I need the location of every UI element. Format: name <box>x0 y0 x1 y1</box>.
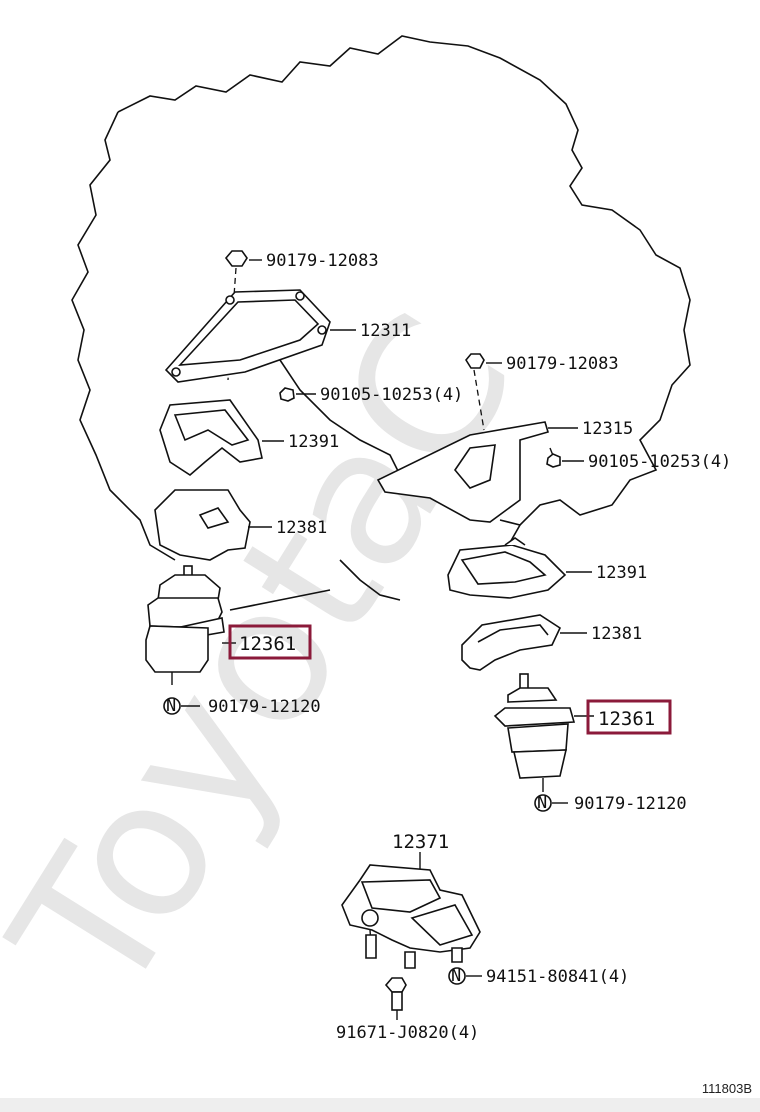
stopper-left-shape <box>159 399 263 476</box>
callout-bracket-left: 12311 <box>360 321 411 341</box>
callout-nut-bottom-left: 90179-12120 <box>208 697 321 717</box>
n-mark-icon: N <box>448 966 466 986</box>
svg-text:N: N <box>537 793 547 813</box>
callout-nut-top-left: 90179-12083 <box>266 251 379 271</box>
bracket-left-shape <box>164 289 331 383</box>
callout-nut-top-right: 90179-12083 <box>506 354 619 374</box>
callout-mount-left[interactable]: 12361 <box>239 633 296 655</box>
callout-bolt-left: 90105-10253(4) <box>320 385 463 405</box>
svg-text:N: N <box>166 696 176 716</box>
n-mark-icon: N <box>534 793 552 813</box>
callout-stopper-left: 12391 <box>288 432 339 452</box>
mount-right-shape <box>493 673 576 792</box>
insulator-right-shape <box>461 614 562 671</box>
mount-left-shape <box>145 565 225 685</box>
callout-rear-nut: 94151-80841(4) <box>486 967 629 987</box>
callout-mount-right[interactable]: 12361 <box>598 708 655 730</box>
bolt-icon <box>384 977 407 1011</box>
callout-insulator-right: 12381 <box>591 624 642 644</box>
bolt-icon <box>279 387 295 402</box>
callout-bolt-right: 90105-10253(4) <box>588 452 731 472</box>
highlight-box-right <box>586 699 672 735</box>
callout-stopper-right: 12391 <box>596 563 647 583</box>
svg-text:N: N <box>451 966 461 986</box>
callout-bracket-right: 12315 <box>582 419 633 439</box>
bracket-right-shape <box>376 421 549 523</box>
engine-outline <box>71 35 691 611</box>
callout-rear-mount: 12371 <box>392 831 449 853</box>
diagram-code: 111803B <box>701 1081 752 1096</box>
footer-bar <box>0 1098 760 1112</box>
nut-icon <box>465 353 485 369</box>
bolt-icon <box>546 447 561 468</box>
insulator-left-shape <box>154 489 251 561</box>
callout-insulator-left: 12381 <box>276 518 327 538</box>
nut-icon <box>224 250 248 267</box>
callout-rear-bolt: 91671-J0820(4) <box>336 1023 479 1043</box>
callout-nut-bottom-right: 90179-12120 <box>574 794 687 814</box>
stopper-right-shape <box>447 537 567 599</box>
n-mark-icon: N <box>163 696 181 716</box>
rear-mount-shape <box>341 864 481 969</box>
highlight-box-left <box>228 624 312 660</box>
